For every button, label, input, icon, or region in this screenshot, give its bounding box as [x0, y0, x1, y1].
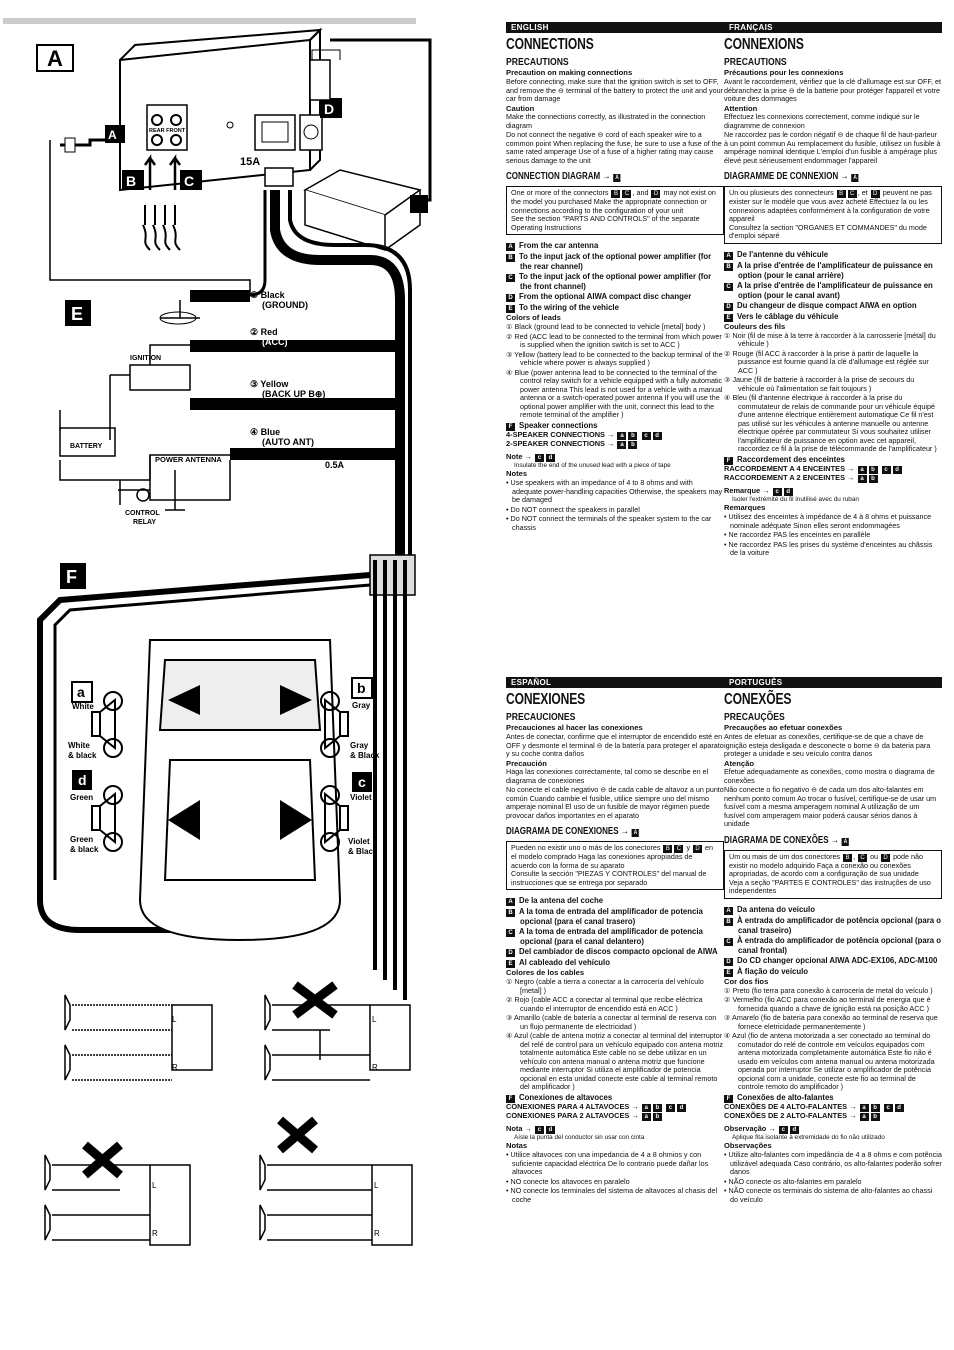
- section-title: CONEXÕES: [724, 691, 792, 709]
- section-title: CONNECTIONS: [506, 36, 594, 54]
- svg-text:0.5A: 0.5A: [325, 460, 345, 470]
- svg-text:A: A: [108, 128, 117, 142]
- svg-text:RELAY: RELAY: [133, 519, 156, 526]
- svg-text:Green: Green: [70, 835, 93, 844]
- svg-text:R: R: [172, 1063, 178, 1072]
- svg-text:CONTROL: CONTROL: [125, 510, 160, 517]
- svg-text:d: d: [78, 772, 87, 788]
- svg-text:& Black: & Black: [350, 751, 380, 760]
- svg-text:a: a: [77, 684, 85, 700]
- lang-bar: FRANÇAIS: [724, 22, 942, 34]
- lang-bar: ESPAÑOL: [506, 677, 724, 689]
- svg-text:R: R: [374, 1229, 380, 1238]
- french-section: FRANÇAIS CONNEXIONS PRECAUTIONS Précauti…: [724, 22, 942, 558]
- section-title: CONNEXIONS: [724, 36, 804, 54]
- lang-bar: ENGLISH: [506, 22, 724, 34]
- svg-text:D: D: [324, 101, 334, 117]
- svg-text:L: L: [152, 1181, 157, 1190]
- section-title: CONEXIONES: [506, 691, 586, 709]
- wrong-wiring-diagram-1: [264, 994, 411, 1081]
- english-section: ENGLISH CONNECTIONS PRECAUTIONS Precauti…: [506, 22, 724, 532]
- svg-text:BATTERY: BATTERY: [70, 443, 103, 450]
- svg-text:White: White: [68, 741, 90, 750]
- svg-text:④ Blue: ④ Blue: [250, 427, 280, 437]
- svg-text:& Black: & Black: [348, 847, 378, 856]
- svg-text:L: L: [372, 1015, 377, 1024]
- svg-text:A: A: [47, 46, 63, 71]
- svg-text:C: C: [184, 173, 194, 189]
- svg-text:B: B: [126, 173, 136, 189]
- svg-text:L: L: [374, 1181, 379, 1190]
- svg-text:Green: Green: [70, 793, 93, 802]
- correct-wiring-diagram: [64, 994, 213, 1081]
- car-top-view: [138, 639, 342, 942]
- svg-text:E: E: [71, 304, 83, 324]
- svg-text:① Black: ① Black: [250, 290, 286, 300]
- svg-text:(AUTO ANT): (AUTO ANT): [262, 437, 314, 447]
- svg-text:(GROUND): (GROUND): [262, 300, 308, 310]
- lang-bar: PORTUGUÊS: [724, 677, 942, 689]
- info-box: Pueden no existir uno o más de los conec…: [506, 841, 724, 891]
- svg-text:Gray: Gray: [350, 741, 369, 750]
- wrong-wiring-diagram-3: [259, 1154, 413, 1246]
- portuguese-section: PORTUGUÊS CONEXÕES PRECAUÇÕES Precauções…: [724, 677, 942, 1204]
- svg-text:R: R: [152, 1229, 158, 1238]
- svg-text:② Red: ② Red: [250, 327, 278, 337]
- svg-text:& black: & black: [70, 845, 99, 854]
- spanish-section: ESPAÑOL CONEXIONES PRECAUCIONES Precauci…: [506, 677, 724, 1204]
- svg-text:IGNITION: IGNITION: [130, 355, 161, 362]
- svg-text:F: F: [66, 567, 77, 587]
- svg-text:b: b: [357, 680, 366, 696]
- svg-text:Gray: Gray: [352, 701, 371, 710]
- svg-text:R: R: [372, 1063, 378, 1072]
- svg-text:& black: & black: [68, 751, 97, 760]
- info-box: Um ou mais de um dos conectores B, C ou …: [724, 849, 942, 899]
- svg-text:POWER ANTENNA: POWER ANTENNA: [155, 455, 222, 464]
- svg-text:(BACK UP B⊕): (BACK UP B⊕): [262, 389, 325, 399]
- svg-text:③ Yellow: ③ Yellow: [250, 379, 289, 389]
- svg-text:Violet: Violet: [348, 837, 370, 846]
- svg-text:15A: 15A: [240, 156, 260, 168]
- svg-text:Violet: Violet: [350, 793, 372, 802]
- svg-text:White: White: [72, 702, 94, 711]
- svg-text:c: c: [358, 774, 366, 790]
- diagram-label-a: [36, 44, 74, 72]
- svg-text:(ACC): (ACC): [262, 337, 288, 347]
- head-unit: REAR FRONT: [119, 27, 323, 192]
- wiring-diagram: A REAR FRONT A D B C: [3, 18, 432, 1246]
- cd-changer: [303, 169, 428, 252]
- svg-text:L: L: [172, 1015, 177, 1024]
- svg-text:REAR FRONT: REAR FRONT: [149, 128, 186, 134]
